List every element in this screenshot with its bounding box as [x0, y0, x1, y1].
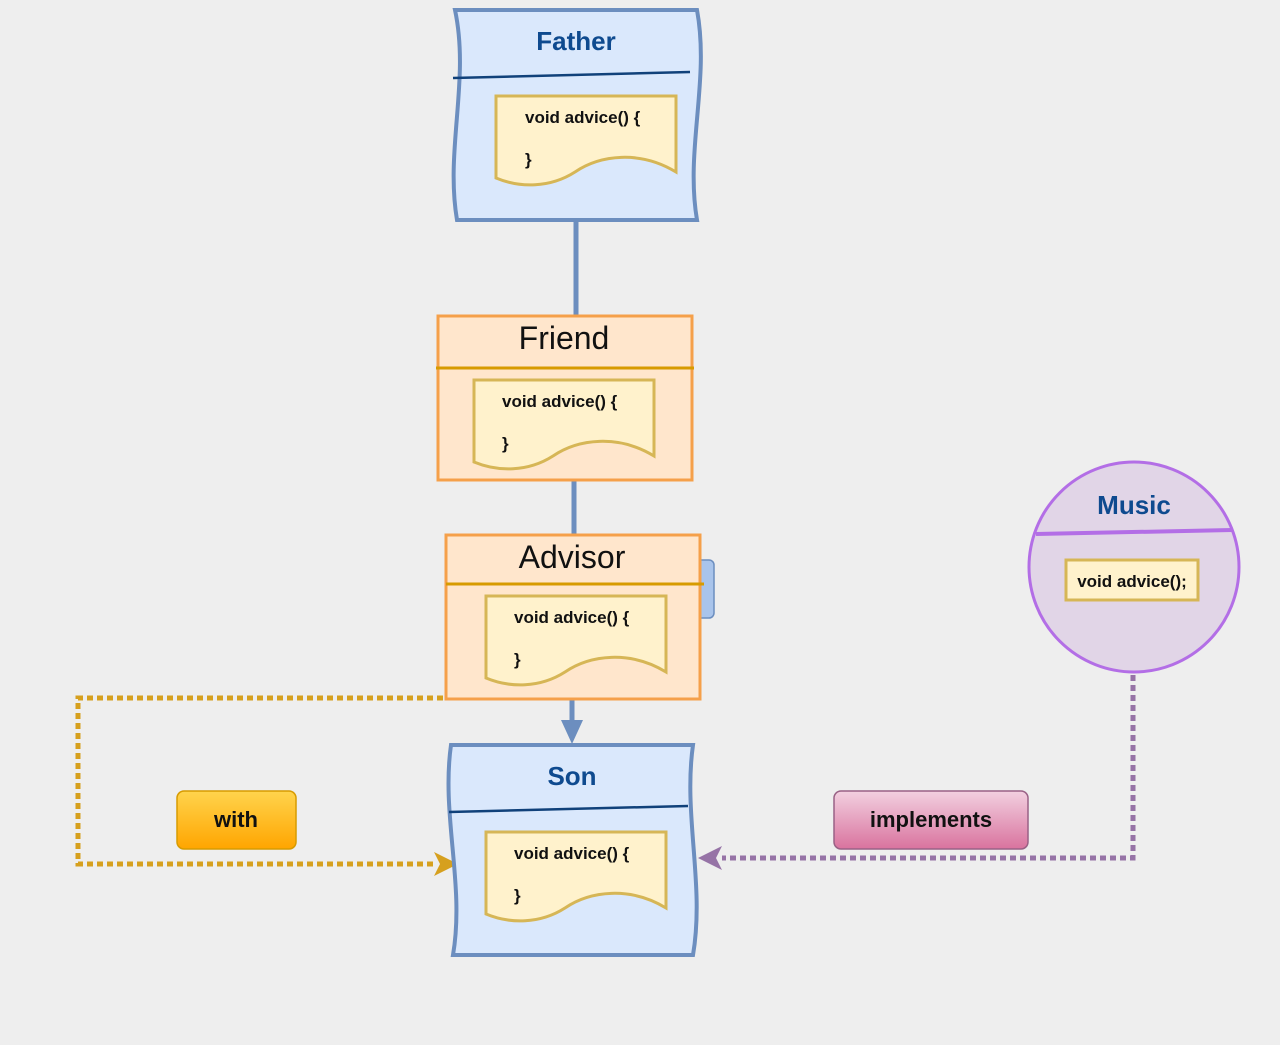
friend-code-close: } — [502, 434, 509, 453]
music-title: Music — [1097, 490, 1171, 520]
music-code-box — [1064, 558, 1200, 602]
advisor-code-note: void advice() { } — [484, 594, 668, 687]
music-divider — [1035, 528, 1233, 536]
music-node[interactable]: Music void advice(); — [1027, 460, 1241, 674]
implements-edge — [698, 675, 1136, 870]
father-code-close: } — [525, 150, 532, 169]
father-divider — [452, 70, 691, 80]
advisor-node[interactable]: Advisor void advice() { } — [444, 533, 715, 701]
implements-label[interactable]: implements — [833, 790, 1029, 850]
friend-title: Friend — [519, 320, 610, 356]
implements-label-text: implements — [870, 807, 992, 832]
son-title: Son — [547, 761, 596, 791]
friend-code-open: void advice() { — [502, 392, 618, 411]
father-code-note: void advice() { } — [494, 94, 678, 187]
father-code-open: void advice() { — [525, 108, 641, 127]
advisor-son-arrow — [561, 700, 583, 744]
son-code-close: } — [514, 886, 521, 905]
son-divider — [448, 804, 689, 814]
advisor-code-open: void advice() { — [514, 608, 630, 627]
music-code: void advice(); — [1077, 572, 1187, 591]
father-title: Father — [536, 26, 615, 56]
friend-code-note: void advice() { } — [472, 378, 656, 471]
son-code-open: void advice() { — [514, 844, 630, 863]
with-edge — [75, 695, 458, 876]
friend-node[interactable]: Friend void advice() { } — [436, 314, 694, 482]
son-node[interactable]: Son void advice() { } — [446, 743, 699, 957]
father-node[interactable]: Father void advice() { } — [451, 8, 703, 222]
with-label-text: with — [213, 807, 258, 832]
son-code-note: void advice() { } — [484, 830, 668, 923]
with-label[interactable]: with — [176, 790, 297, 850]
advisor-code-close: } — [514, 650, 521, 669]
advisor-title: Advisor — [519, 539, 626, 575]
